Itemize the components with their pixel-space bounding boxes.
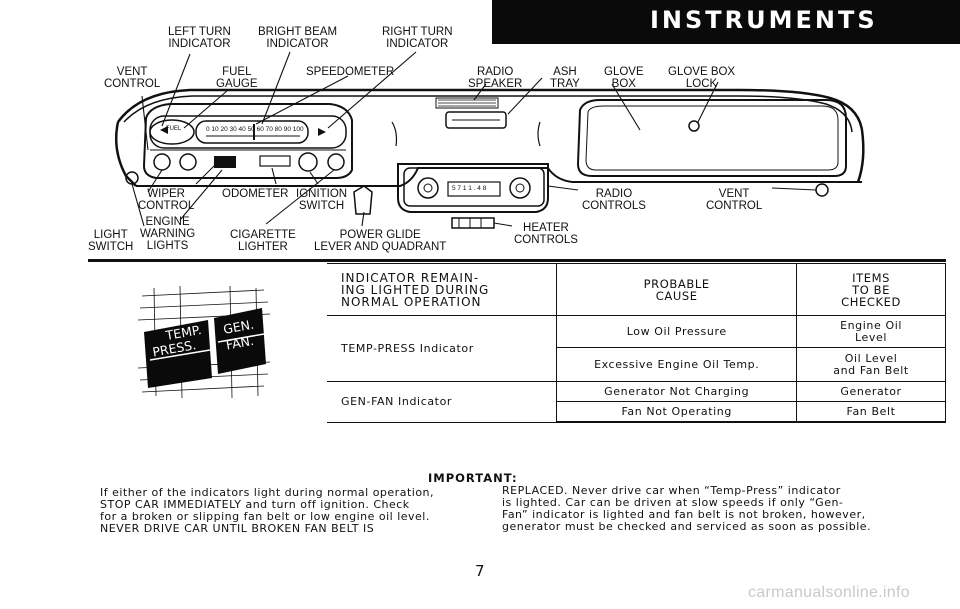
glove-box-door — [576, 99, 847, 177]
glove-box-lock — [688, 120, 700, 132]
radio-knob-right — [509, 177, 531, 199]
cigarette-lighter — [327, 153, 345, 171]
items-cell: Fan Belt — [796, 401, 946, 424]
speedometer — [195, 120, 309, 144]
important-text-right: REPLACED. Never drive car when “Temp-Pre… — [502, 484, 872, 533]
section-title: INSTRUMENTS — [650, 6, 878, 34]
ash-tray — [445, 111, 507, 129]
leader-lines — [131, 51, 817, 227]
radio-speaker-grille — [435, 97, 499, 109]
radio-dial — [447, 181, 501, 197]
ignition-switch — [298, 152, 318, 172]
cause-cell: Generator Not Charging — [556, 381, 798, 403]
wiper-knob — [153, 153, 171, 171]
radio-dial-text: 5 7 1 1 . 4 8 — [452, 185, 487, 192]
radio-console — [397, 163, 549, 213]
heater-controls — [451, 217, 495, 229]
cause-cell: Excessive Engine Oil Temp. — [556, 347, 798, 383]
watermark: carmanualsonline.info — [748, 584, 910, 601]
fuel-gauge — [149, 119, 195, 145]
left-turn-indicator — [160, 126, 168, 134]
table-row: GEN-FAN Indicator Generator Not Charging… — [327, 381, 946, 423]
indicator-gen-fan: GEN-FAN Indicator — [327, 381, 558, 423]
warning-light-panel — [214, 156, 236, 168]
important-heading: IMPORTANT: — [428, 471, 518, 485]
items-cell: Generator — [796, 381, 946, 403]
instruments-banner: INSTRUMENTS — [492, 0, 960, 44]
radio-knob-left — [417, 177, 439, 199]
indicator-temp-press: TEMP-PRESS Indicator — [327, 315, 558, 383]
section-divider — [88, 259, 946, 262]
table-row: TEMP-PRESS Indicator Low Oil Pressure En… — [327, 315, 946, 383]
right-turn-indicator — [318, 128, 326, 136]
label-odometer: ODOMETER — [222, 188, 289, 200]
gen-fan-lamp — [214, 308, 266, 374]
temp-press-lamp — [144, 320, 212, 388]
speedometer-scale: 0 10 20 30 40 50 60 70 80 90 100 — [206, 126, 304, 133]
indicator-panel-illustration — [137, 285, 271, 399]
page-number: 7 — [475, 562, 485, 580]
instrument-cluster — [142, 103, 353, 179]
fuel-gauge-text: FUEL — [166, 126, 182, 132]
dashboard-diagram — [115, 51, 865, 229]
cause-cell: Fan Not Operating — [556, 401, 798, 424]
indicator-gen-fan-text: GEN. FAN. — [222, 316, 256, 353]
dash-top-edge — [116, 88, 864, 131]
label-speedometer: SPEEDOMETER — [306, 66, 395, 78]
odometer — [259, 155, 291, 167]
vent-control-knob — [815, 183, 829, 197]
important-text-left: If either of the indicators light during… — [100, 486, 435, 535]
cause-cell: Low Oil Pressure — [556, 315, 798, 349]
table-row: Fan Not Operating Fan Belt — [327, 401, 946, 424]
